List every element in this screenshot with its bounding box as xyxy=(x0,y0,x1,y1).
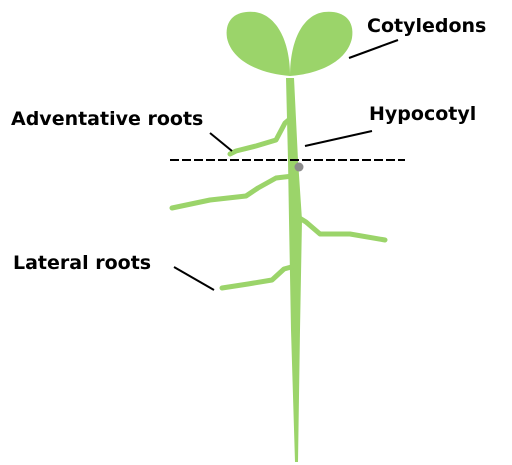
junction-marker xyxy=(295,163,304,172)
cotyledons xyxy=(227,12,353,76)
lateral-root-2 xyxy=(293,214,385,240)
lateral-roots-leader-line xyxy=(174,267,214,290)
left-cotyledon xyxy=(227,12,290,76)
cotyledons-leader-line xyxy=(349,40,398,58)
hypocotyl-label: Hypocotyl xyxy=(369,105,476,124)
lateral-root-1 xyxy=(172,176,293,208)
adventitious-root xyxy=(230,118,291,154)
hypocotyl-leader-line xyxy=(305,131,372,146)
adventitious-roots-leader-line xyxy=(210,133,232,151)
lateral-roots-label: Lateral roots xyxy=(13,254,151,273)
lateral-root-3 xyxy=(222,266,295,288)
adventitious-roots-label: Adventative roots xyxy=(11,110,203,129)
right-cotyledon xyxy=(290,12,352,76)
cotyledons-label: Cotyledons xyxy=(367,17,486,36)
